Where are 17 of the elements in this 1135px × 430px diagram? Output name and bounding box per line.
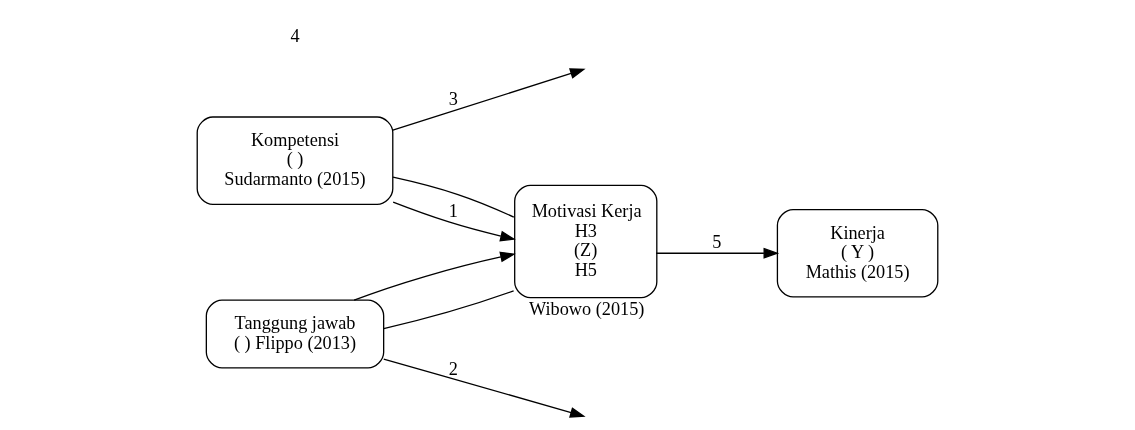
node-box: Kinerja ( Y ) Mathis (2015) [776,208,939,298]
edge-label: 5 [712,232,722,253]
arrow [392,68,586,131]
connector [383,290,515,330]
label: 4 [290,25,300,46]
arrow [392,201,516,242]
connector [392,176,515,218]
edge-label: 2 [448,358,458,379]
arrow [353,251,516,301]
node-box: Tanggung jawab ( ) Flippo (2013) [205,299,385,369]
arrow [383,358,586,418]
node-label: Wibowo (2015) [529,298,645,319]
edge-label: 3 [448,88,458,109]
node-box: Kompetensi ( ) Sudarmanto (2015) [196,116,394,205]
edge-label: 1 [448,200,458,221]
node-box: Motivasi Kerja H3 (Z) H5 [514,184,658,299]
arrow [655,247,780,259]
